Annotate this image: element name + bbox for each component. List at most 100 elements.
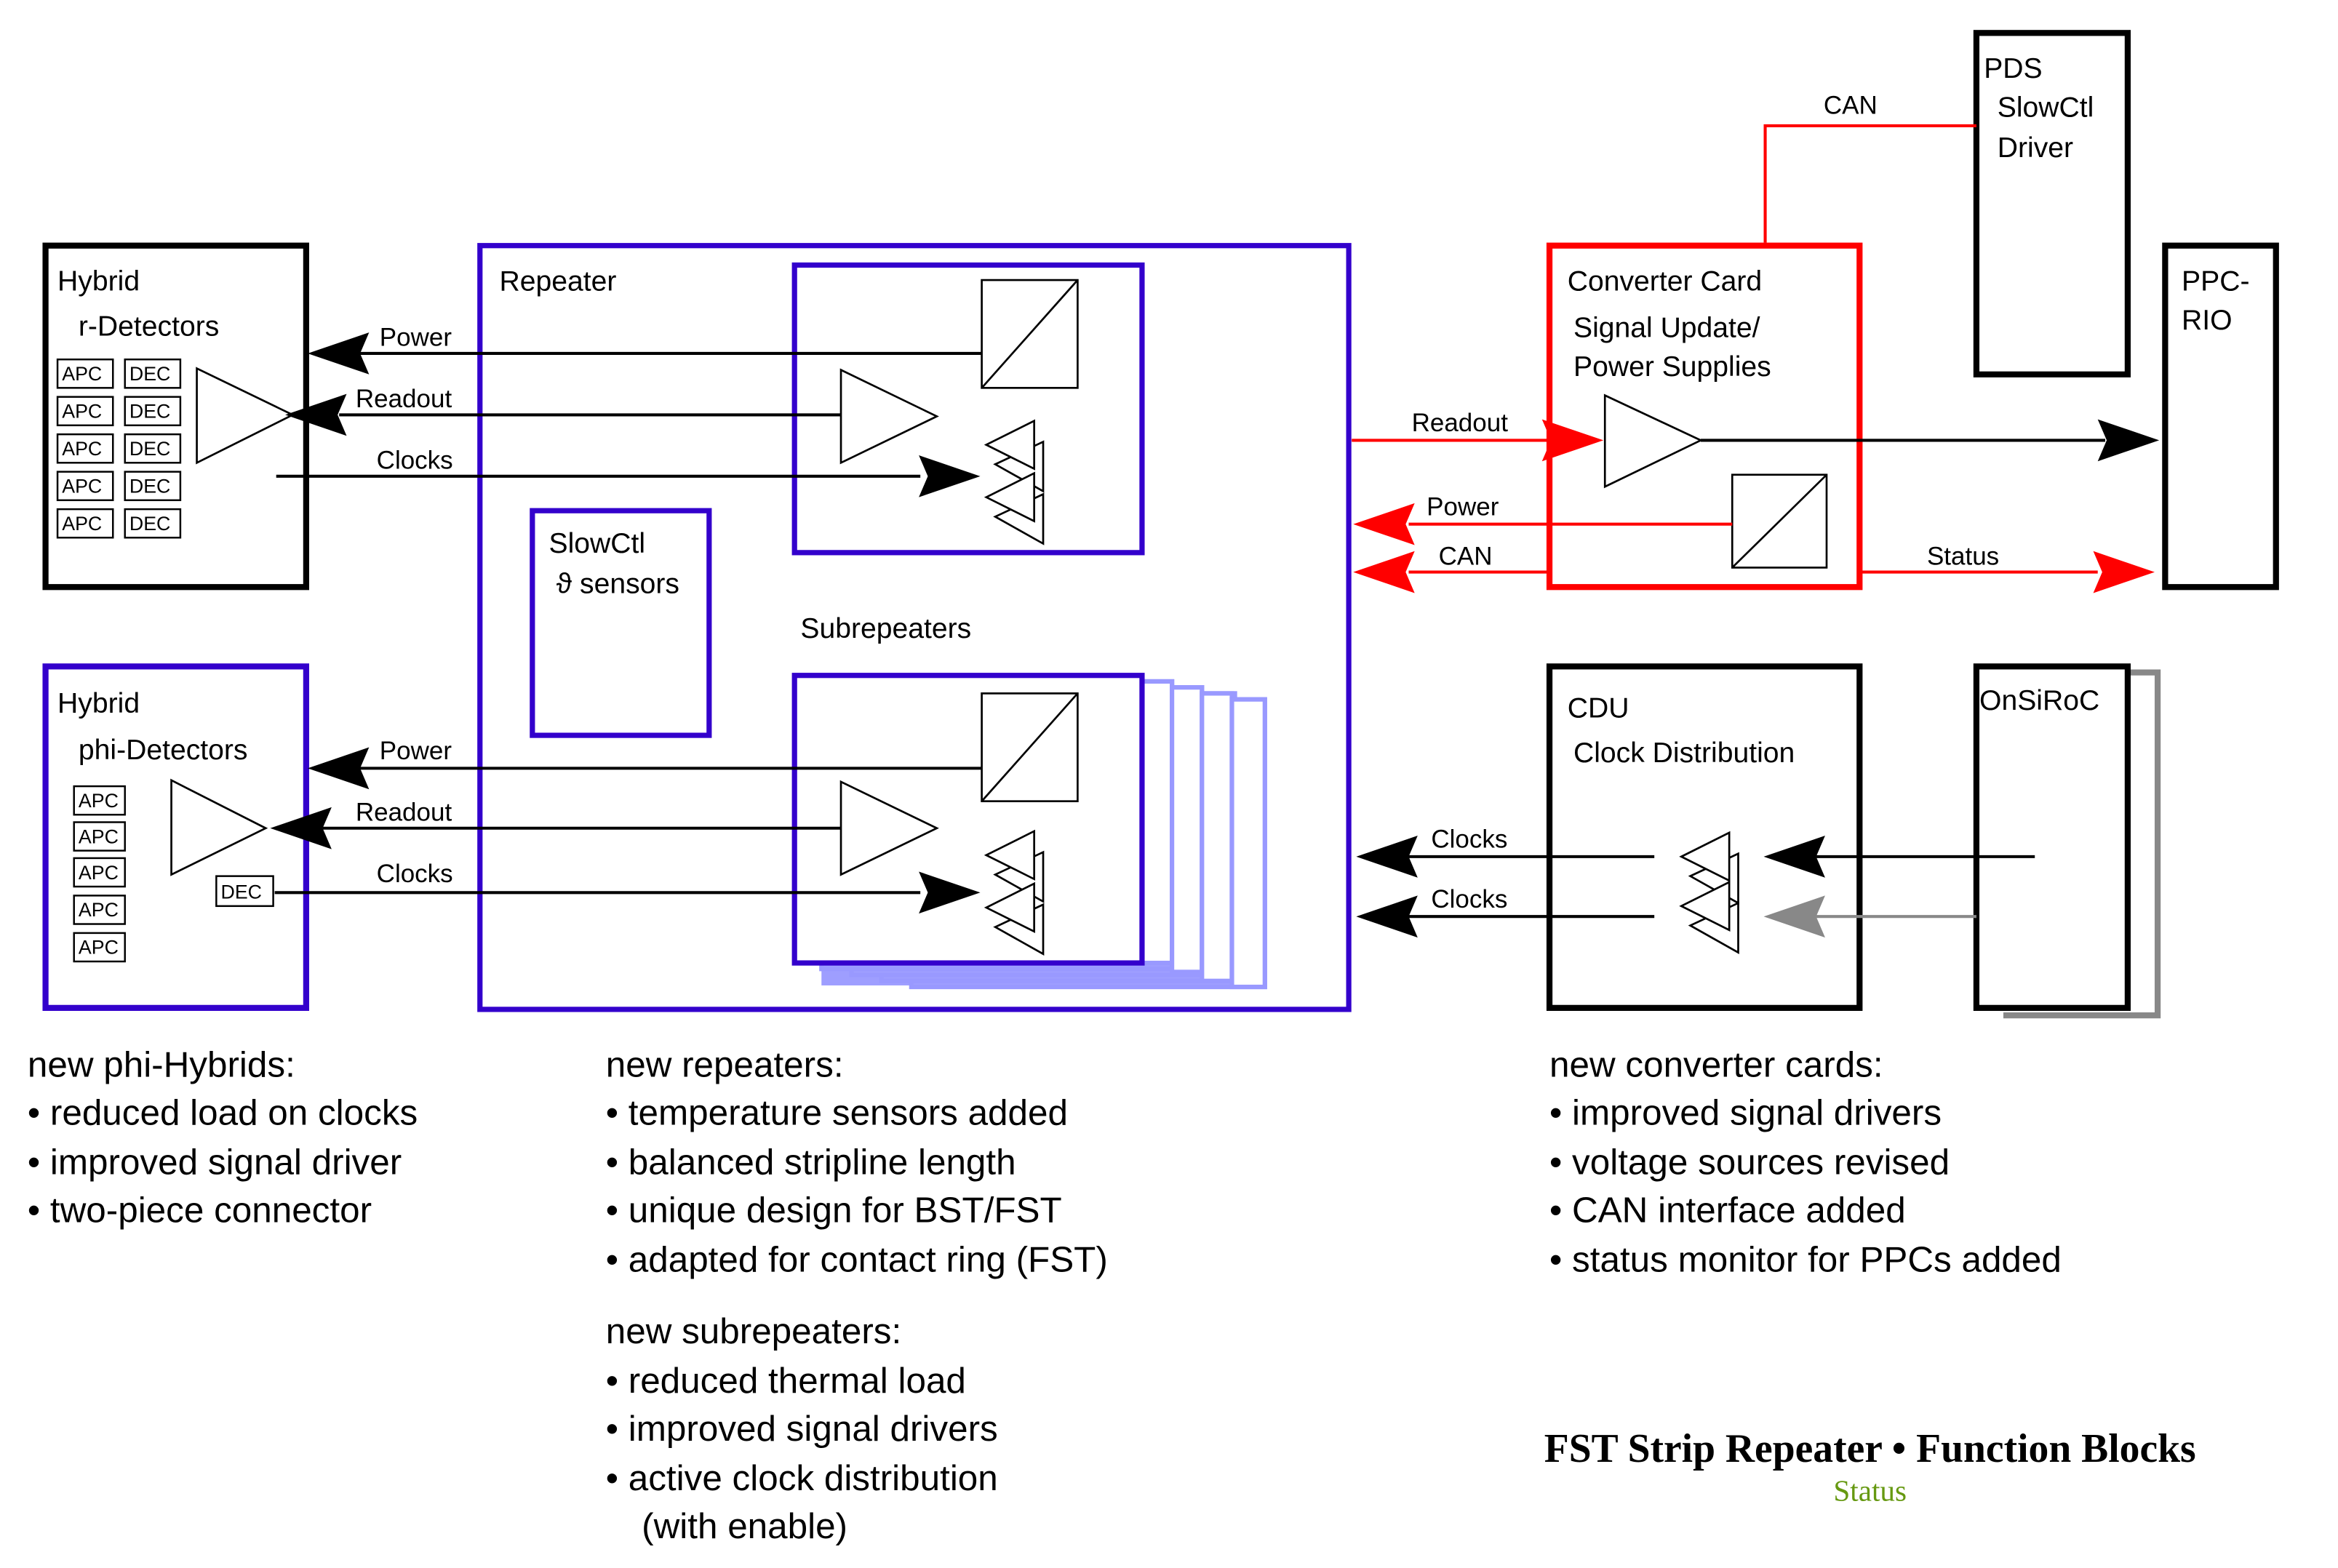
dec-chip: DEC <box>124 508 182 539</box>
svg-text:DEC: DEC <box>221 881 262 903</box>
notes-item: • balanced stripline length <box>606 1142 1016 1182</box>
apc-chip: APC <box>56 433 114 464</box>
notes-item: • temperature sensors added <box>606 1092 1068 1132</box>
svg-text:APC: APC <box>79 899 119 921</box>
apc-chip: APC <box>56 358 114 389</box>
apc-dec-chip-grid: APC DEC APC DEC APC DEC APC DEC APC DEC <box>56 358 182 539</box>
notes-heading: new converter cards: <box>1549 1045 1883 1085</box>
slowctl-sensors: ϑ sensors <box>556 568 679 599</box>
svg-text:DEC: DEC <box>129 513 170 535</box>
notes-item: (with enable) <box>642 1506 847 1546</box>
power-arrowhead-icon <box>307 747 370 790</box>
subrepeater-top-dcdc-icon <box>981 279 1079 389</box>
svg-text:APC: APC <box>79 825 119 847</box>
converter-line3: Power Supplies <box>1573 351 1771 383</box>
hybrid-r-subtitle: r-Detectors <box>79 311 219 342</box>
apc-chip: APC <box>73 932 126 963</box>
clocks-label-cdu-1: Clocks <box>1431 825 1507 854</box>
notes-heading: new subrepeaters: <box>606 1311 901 1351</box>
notes-item: • improved signal driver <box>28 1142 402 1182</box>
svg-text:DEC: DEC <box>129 475 170 497</box>
readout-label: Readout <box>356 385 452 413</box>
subrepeaters-label: Subrepeaters <box>800 613 971 644</box>
notes-subrepeaters: new subrepeaters: • reduced thermal load… <box>606 1311 998 1546</box>
footer-title: FST Strip Repeater • Function Blocks <box>1544 1426 2196 1471</box>
notes-item: • two-piece connector <box>28 1190 372 1230</box>
svg-text:APC: APC <box>62 438 102 460</box>
dec-chip: DEC <box>124 358 182 389</box>
apc-chip: APC <box>73 821 126 852</box>
svg-text:DEC: DEC <box>129 438 170 460</box>
status-arrowhead-icon <box>2093 551 2155 593</box>
readout-ppc-arrowhead-icon <box>2097 419 2160 462</box>
hybrid-phi-subtitle: phi-Detectors <box>79 735 248 766</box>
ppc-line1: PPC- <box>2182 265 2249 297</box>
slowctl-title: SlowCtl <box>548 528 645 559</box>
pds-slowctl-driver-block: PDS SlowCtl Driver <box>1973 30 2131 377</box>
hybrid-r-title: Hybrid <box>57 265 140 297</box>
notes-repeaters: new repeaters: • temperature sensors add… <box>606 1045 1108 1280</box>
hybrid-phi-driver-triangle <box>170 778 268 876</box>
pds-line3: Driver <box>1998 132 2073 164</box>
notes-heading: new phi-Hybrids: <box>28 1045 295 1085</box>
svg-text:APC: APC <box>62 401 102 423</box>
notes-item: • adapted for contact ring (FST) <box>606 1239 1108 1279</box>
clocks-label-cdu-2: Clocks <box>1431 885 1507 913</box>
apc-chip: APC <box>73 895 126 925</box>
footer-subtitle: Status <box>1833 1473 1907 1507</box>
notes-heading: new repeaters: <box>606 1045 844 1085</box>
notes-item: • unique design for BST/FST <box>606 1190 1062 1230</box>
power-label: Power <box>380 324 452 352</box>
notes-item: • CAN interface added <box>1549 1190 1906 1230</box>
notes-phi-hybrids: new phi-Hybrids: • reduced load on clock… <box>28 1045 418 1231</box>
readout-label-converter: Readout <box>1412 409 1509 437</box>
readout-label: Readout <box>356 798 452 826</box>
apc-chip: APC <box>73 785 126 816</box>
clocks-label: Clocks <box>377 447 453 475</box>
power-label-converter: Power <box>1427 492 1499 521</box>
r-hybrid-signals <box>276 351 982 478</box>
apc-chip: APC <box>56 396 114 427</box>
clocks-arrowhead-icon <box>1356 895 1418 938</box>
onsiroc-frame <box>1973 663 2131 1011</box>
svg-text:APC: APC <box>79 790 119 812</box>
notes-item: • reduced thermal load <box>606 1361 966 1401</box>
slowctl-frame <box>530 508 712 738</box>
onsiroc-title: OnSiRoC <box>1979 685 2099 716</box>
svg-text:APC: APC <box>79 862 119 884</box>
hybrid-r-driver-triangle <box>196 367 295 465</box>
ppc-frame <box>2162 242 2279 591</box>
can-label-pds: CAN <box>1824 92 1878 120</box>
pds-line2: SlowCtl <box>1998 92 2094 124</box>
cdu-frame <box>1546 663 1863 1011</box>
svg-text:DEC: DEC <box>129 401 170 423</box>
subrepeater-bottom-dcdc-icon <box>981 692 1079 803</box>
repeater-block: Repeater SlowCtl ϑ sensors Subrepeaters <box>477 243 1352 1012</box>
pds-line1: PDS <box>1984 53 2042 84</box>
notes-item: • voltage sources revised <box>1549 1142 1950 1182</box>
dec-chip: DEC <box>124 433 182 464</box>
notes-item: • improved signal drivers <box>606 1409 998 1449</box>
svg-text:APC: APC <box>62 363 102 385</box>
notes-item: • reduced load on clocks <box>28 1092 418 1132</box>
svg-text:APC: APC <box>62 513 102 535</box>
apc-chip: APC <box>56 471 114 502</box>
converter-amp-icon <box>1603 393 1704 489</box>
notes-item: • status monitor for PPCs added <box>1549 1239 2062 1279</box>
dec-chip: DEC <box>124 471 182 502</box>
apc-chip: APC <box>56 508 114 539</box>
clocks-label: Clocks <box>377 860 453 888</box>
svg-text:APC: APC <box>62 475 102 497</box>
power-label: Power <box>380 737 452 765</box>
apc-chip-column: APC APC APC APC APC <box>73 785 126 963</box>
notes-item: • improved signal drivers <box>1549 1092 1942 1132</box>
notes-item: • active clock distribution <box>606 1458 998 1498</box>
can-label-converter: CAN <box>1439 542 1493 570</box>
onsiroc-shadow <box>2003 669 2161 1019</box>
power-arrowhead-icon <box>1353 503 1415 545</box>
converter-title: Converter Card <box>1568 265 1762 297</box>
dec-chip: DEC <box>215 875 274 908</box>
